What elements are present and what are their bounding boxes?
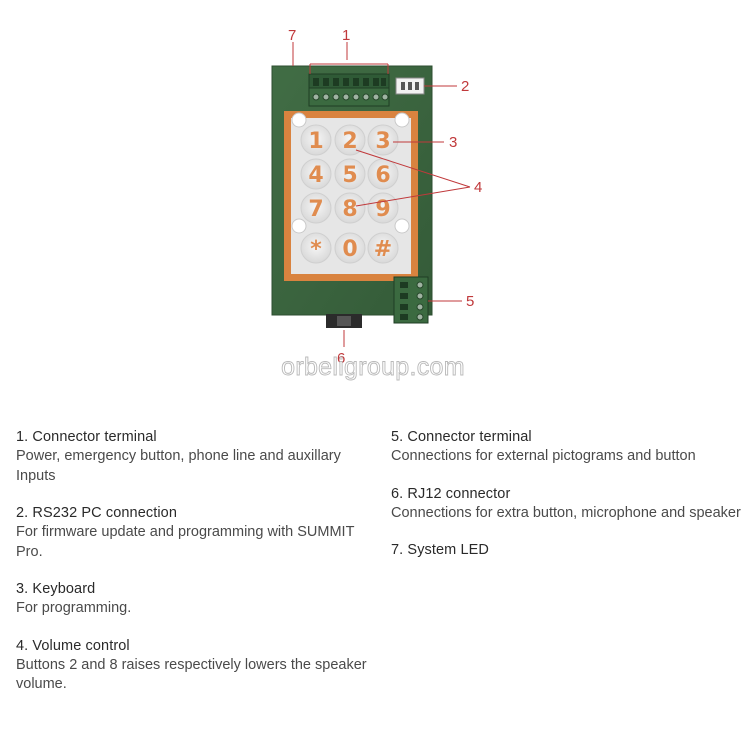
keypad-key	[300, 232, 332, 264]
legend-description: Buttons 2 and 8 raises respectively lowe…	[16, 656, 367, 693]
keypad-key	[300, 124, 332, 156]
callout-5: 5	[466, 293, 474, 310]
legend-right-column: 5. Connector terminal Connections for ex…	[391, 428, 748, 578]
callout-7: 7	[288, 27, 296, 44]
keypad-key	[367, 232, 399, 264]
legend-item: 1. Connector terminal Power, emergency b…	[16, 428, 376, 486]
keypad-key	[334, 124, 366, 156]
keypad-key-label: 0	[342, 237, 357, 262]
rj12-connector	[326, 314, 362, 328]
keypad-key	[334, 192, 366, 224]
legend-title: 4. Volume control	[16, 637, 130, 654]
mount-hole	[291, 218, 307, 234]
legend-item: 6. RJ12 connector Connections for extra …	[391, 485, 748, 524]
keypad-key-label: 7	[308, 197, 323, 222]
callout-4: 4	[474, 179, 482, 196]
keypad-key	[334, 232, 366, 264]
legend-item: 7. System LED	[391, 541, 748, 560]
legend-description: Power, emergency button, phone line and …	[16, 448, 341, 484]
legend-description: Connections for extra button, microphone…	[391, 504, 741, 521]
legend-item: 4. Volume control Buttons 2 and 8 raises…	[16, 637, 376, 695]
keypad-key-label: 5	[342, 163, 357, 188]
keypad-key-label: 3	[375, 129, 390, 154]
legend-title: 6. RJ12 connector	[391, 485, 511, 502]
keypad-key	[334, 158, 366, 190]
legend-title: 5. Connector terminal	[391, 429, 532, 445]
keypad-key-label: 2	[342, 129, 357, 154]
leader-line-4	[355, 149, 471, 207]
keypad-key-label: 8	[342, 197, 357, 222]
keypad-key	[300, 192, 332, 224]
mount-hole	[394, 218, 410, 234]
legend-description: For programming.	[16, 600, 132, 616]
connector-terminal-side	[393, 276, 429, 324]
keypad-key-label: #	[374, 237, 392, 262]
callout-1: 1	[342, 27, 350, 44]
leader-line-1	[309, 42, 389, 74]
callout-2: 2	[461, 78, 469, 95]
callout-6: 6	[337, 350, 345, 367]
keypad-key	[367, 124, 399, 156]
legend-description: Connections for external pictograms and …	[391, 448, 696, 464]
keypad-key-label: 6	[375, 163, 390, 188]
legend-description: For firmware update and programming with…	[16, 524, 355, 560]
keypad-key-label: 1	[308, 129, 323, 154]
legend-left-column: 1. Connector terminal Power, emergency b…	[16, 428, 376, 713]
keypad-key-label: *	[310, 237, 322, 262]
keypad-key	[300, 158, 332, 190]
legend-item: 5. Connector terminal Connections for ex…	[391, 428, 748, 467]
callout-3: 3	[449, 134, 457, 151]
legend-title: 1. Connector terminal	[16, 429, 157, 445]
keypad-key-label: 9	[375, 197, 390, 222]
legend-title: 2. RS232 PC connection	[16, 505, 177, 521]
legend-title: 7. System LED	[391, 542, 489, 558]
legend-title: 3. Keyboard	[16, 581, 96, 597]
mount-hole	[291, 112, 307, 128]
legend-item: 3. Keyboard For programming.	[16, 580, 376, 619]
connector-terminal-top	[308, 73, 390, 107]
rs232-connector	[395, 77, 425, 95]
mount-hole	[394, 112, 410, 128]
keypad-key-label: 4	[308, 163, 323, 188]
legend-item: 2. RS232 PC connection For firmware upda…	[16, 504, 376, 562]
watermark-text: orbeligroup.com	[281, 353, 465, 381]
